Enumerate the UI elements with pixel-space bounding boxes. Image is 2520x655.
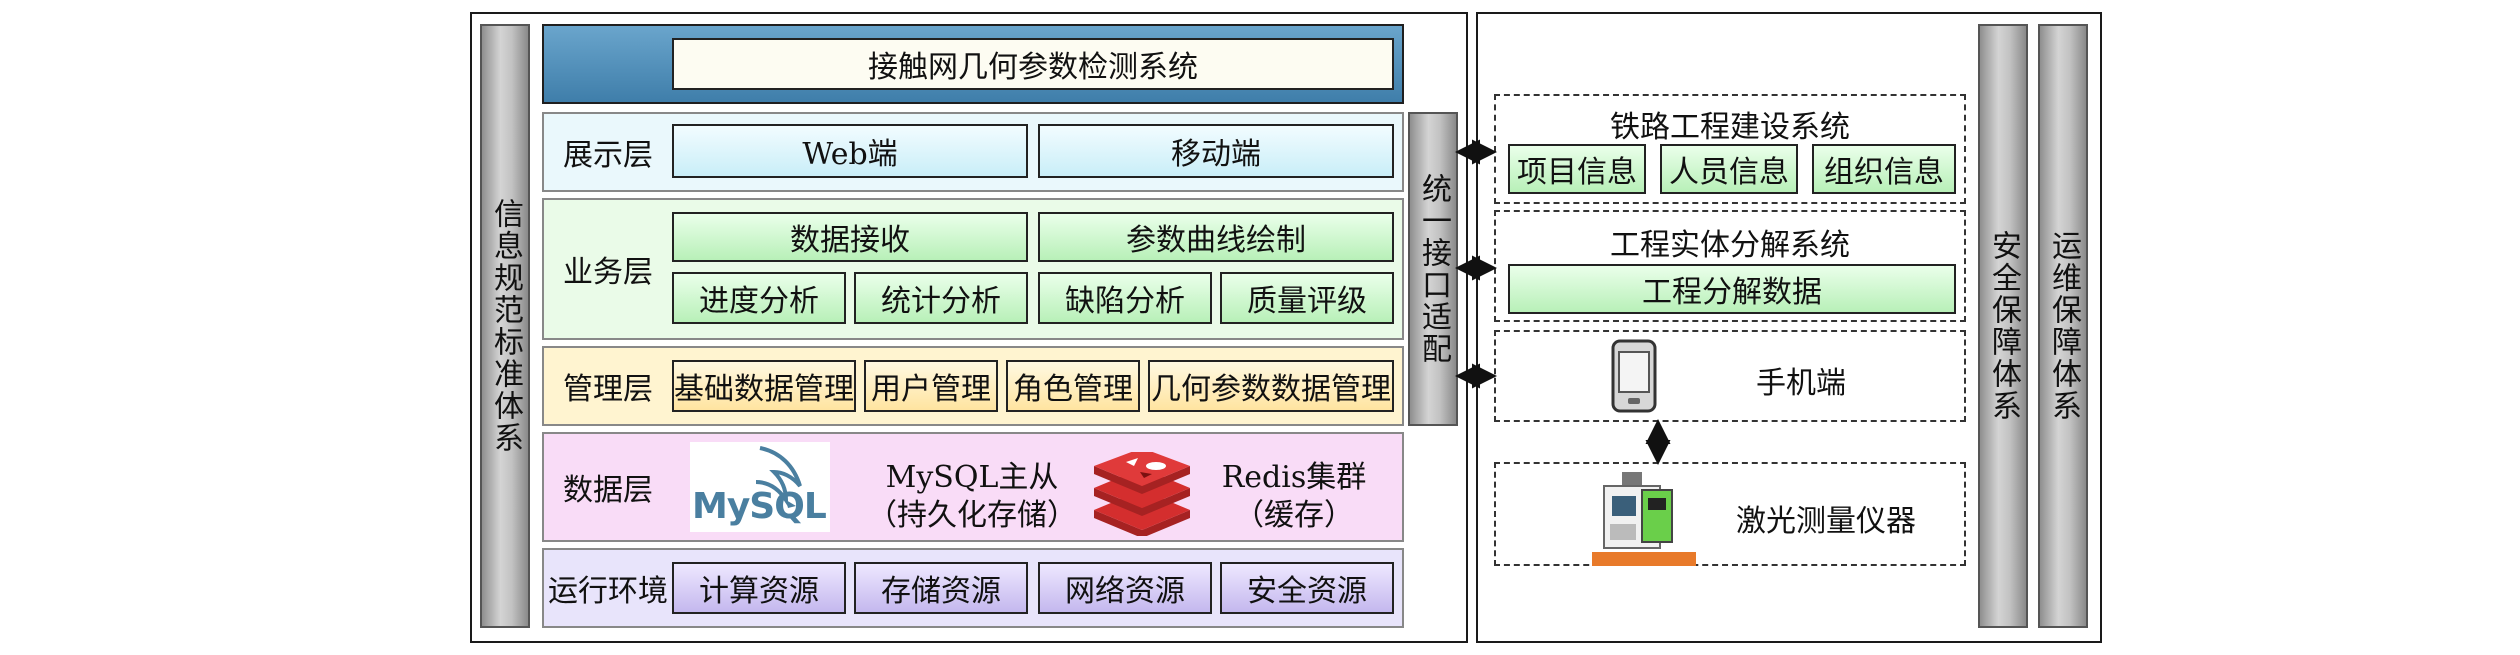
runtime-layer-label: 运行环境 [548,574,668,609]
railway-system-title: 铁路工程建设系统 [1610,110,1850,145]
compute-resource-box: 计算资源 [672,562,846,614]
network-resource-box: 网络资源 [1038,562,1212,614]
role-mgmt-box: 角色管理 [1006,360,1140,412]
mysql-desc-line1: MySQL主从 [885,460,1059,495]
mysql-desc-line2: （持久化存储） [867,498,1077,533]
display-layer-label: 展示层 [563,138,653,173]
statistics-analysis-box: 统计分析 [854,272,1028,324]
business-layer: 业务层 数据接收 参数曲线绘制 进度分析 统计分析 缺陷分析 质量评级 [542,198,1404,340]
management-layer-label: 管理层 [563,372,653,407]
redis-desc-line2: （缓存） [1234,498,1354,533]
organization-info-box: 组织信息 [1812,144,1956,194]
security-assurance-bar-text: 安全保障体系 [1986,230,2021,422]
railway-system-panel: 铁路工程建设系统 项目信息 人员信息 组织信息 [1494,94,1966,204]
project-info-box: 项目信息 [1508,144,1646,194]
mobile-client-box: 移动端 [1038,124,1394,178]
interface-adapter-bar: 统一接口适配 [1408,112,1458,426]
mysql-logo: MySQL [690,442,830,532]
phone-panel: 手机端 [1494,330,1966,422]
info-standard-bar: 信息规范标准体系 [480,24,530,628]
display-layer: 展示层 Web端 移动端 [542,112,1404,192]
data-layer-label: 数据层 [563,473,653,508]
laser-instrument-label: 激光测量仪器 [1736,504,1916,539]
business-layer-label: 业务层 [563,255,653,290]
storage-resource-box: 存储资源 [854,562,1028,614]
redis-cube-icon [1094,448,1190,538]
management-layer: 管理层 基础数据管理 用户管理 角色管理 几何参数数据管理 [542,346,1404,426]
data-layer: 数据层 MySQL MySQL主从 （持久化存储） Redis集群 （缓存） [542,432,1404,542]
geo-param-data-mgmt-box: 几何参数数据管理 [1148,360,1394,412]
system-title: 接触网几何参数检测系统 [672,38,1394,90]
operations-assurance-bar-text: 运维保障体系 [2046,230,2081,422]
decompose-system-title: 工程实体分解系统 [1610,228,1850,263]
mobile-phone-icon [1611,339,1657,413]
curve-plot-box: 参数曲线绘制 [1038,212,1394,262]
personnel-info-box: 人员信息 [1660,144,1798,194]
info-standard-bar-text: 信息规范标准体系 [488,198,523,454]
decompose-data-box: 工程分解数据 [1508,264,1956,314]
redis-desc-line1: Redis集群 [1221,460,1367,495]
data-receive-box: 数据接收 [672,212,1028,262]
interface-adapter-bar-text: 统一接口适配 [1416,173,1451,365]
security-assurance-bar: 安全保障体系 [1978,24,2028,628]
progress-analysis-box: 进度分析 [672,272,846,324]
user-mgmt-box: 用户管理 [864,360,998,412]
security-resource-box: 安全资源 [1220,562,1394,614]
operations-assurance-bar: 运维保障体系 [2038,24,2088,628]
decompose-system-panel: 工程实体分解系统 工程分解数据 [1494,210,1966,322]
web-client-box: Web端 [672,124,1028,178]
laser-instrument-icon [1592,472,1696,566]
basic-data-mgmt-box: 基础数据管理 [672,360,856,412]
runtime-layer: 运行环境 计算资源 存储资源 网络资源 安全资源 [542,548,1404,628]
dolphin-icon [755,446,802,508]
quality-rating-box: 质量评级 [1220,272,1394,324]
laser-instrument-panel: 激光测量仪器 [1494,462,1966,566]
mysql-logo-text: MySQL [692,486,827,527]
redis-logo [1090,448,1194,538]
defect-analysis-box: 缺陷分析 [1038,272,1212,324]
phone-label: 手机端 [1756,366,1846,401]
system-title-bar: 接触网几何参数检测系统 [542,24,1404,104]
